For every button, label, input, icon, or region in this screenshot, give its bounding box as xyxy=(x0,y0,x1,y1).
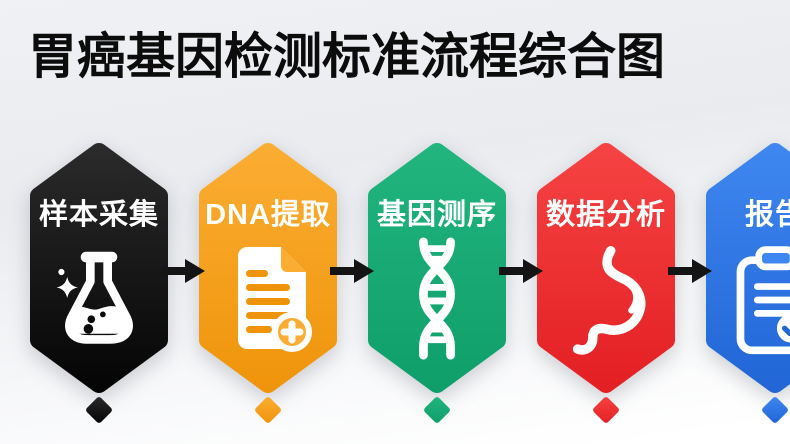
step-data-analysis: 数据分析 xyxy=(537,143,675,433)
step-dna-extraction: DNA提取 xyxy=(199,143,337,433)
document-plus-icon xyxy=(199,143,337,393)
step-sample-collection: 样本采集 xyxy=(30,143,168,433)
step-diamond xyxy=(760,395,790,425)
hexagon-shape xyxy=(706,143,790,393)
step-diamond xyxy=(84,395,114,425)
step-label: 报告 xyxy=(744,199,790,231)
step-label: 数据分析 xyxy=(545,199,666,231)
page-title: 胃癌基因检测标准流程综合图 xyxy=(28,30,666,84)
step-diamond xyxy=(422,395,452,425)
flow-arrow-icon xyxy=(330,259,374,283)
step-label: 样本采集 xyxy=(38,199,159,231)
dna-helix-icon xyxy=(368,143,506,393)
clipboard-check-icon xyxy=(706,143,790,393)
step-diamond xyxy=(253,395,283,425)
flask-icon xyxy=(30,143,168,393)
step-report: 报告 xyxy=(706,143,790,433)
step-label: 基因测序 xyxy=(376,199,497,231)
flow-arrow-icon xyxy=(668,259,712,283)
flow-arrow-icon xyxy=(161,259,205,283)
stomach-icon xyxy=(537,143,675,393)
step-gene-sequencing: 基因测序 xyxy=(368,143,506,433)
flow-arrow-icon xyxy=(499,259,543,283)
step-diamond xyxy=(591,395,621,425)
step-label: DNA提取 xyxy=(205,199,331,231)
